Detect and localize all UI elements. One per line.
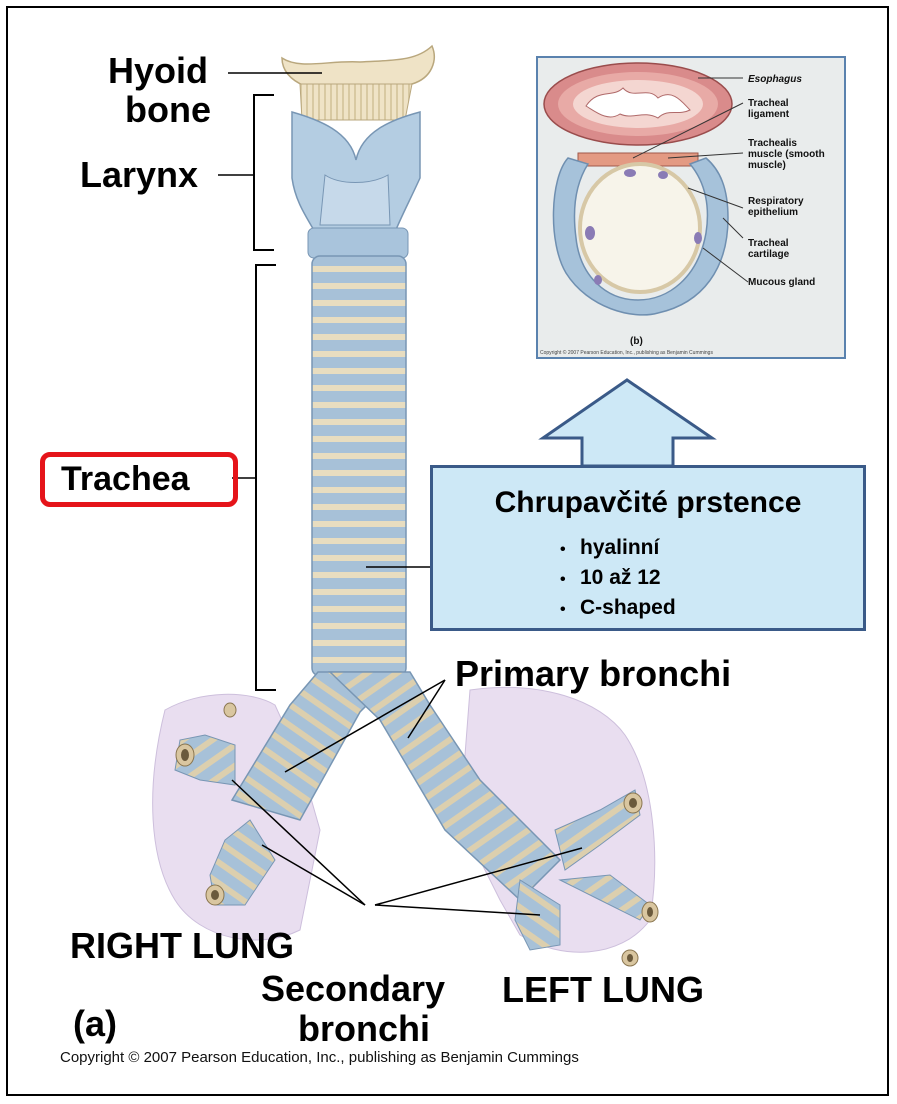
inset-trachealis-label-2: muscle (smooth [748,149,825,160]
inset-esophagus-label: Esophagus [748,74,802,85]
copyright-notice: Copyright © 2007 Pearson Education, Inc.… [60,1049,579,1066]
thyrohyoid-membrane [300,84,412,120]
larynx-label: Larynx [80,157,198,193]
inset-cartilage-label-1: Tracheal [748,238,789,249]
bullet-dot: • [560,601,580,619]
inset-epithelium-label-2: epithelium [748,207,798,218]
trachea-bracket [256,265,276,690]
larynx-bracket [254,95,274,250]
primary-bronchi-label: Primary bronchi [455,656,731,692]
trachea-label: Trachea [61,462,190,496]
inset-trachealis-label-1: Trachealis [748,138,797,149]
inset-ligament-label-2: ligament [748,109,789,120]
hyoid-label-line2: bone [125,92,211,128]
trachea-tube [312,256,406,676]
inset-copyright: Copyright © 2007 Pearson Education, Inc.… [540,350,713,356]
info-title: Chrupavčité prstence [433,486,863,520]
inset-figure-b-label: (b) [630,336,643,347]
inset-epithelium-label-1: Respiratory [748,196,804,207]
secondary-bronchi-label-line2: bronchi [298,1011,430,1047]
bullet-text: hyalinní [580,536,659,559]
info-bullet-2: •10 až 12 [560,566,661,590]
callout-arrow [543,380,712,466]
cross-section-inset: Esophagus Tracheal ligament Trachealis m… [536,56,846,359]
bullet-dot: • [560,571,580,589]
inset-ligament-label-1: Tracheal [748,98,789,109]
cross-section-drawing [538,58,844,357]
right-lung-label: RIGHT LUNG [70,928,294,964]
inset-mucous-gland-label: Mucous gland [748,277,815,288]
bullet-text: C-shaped [580,596,676,619]
figure-a-label: (a) [73,1006,117,1042]
hyoid-label-line1: Hyoid [108,53,208,89]
info-bullet-3: •C-shaped [560,596,676,620]
bullet-dot: • [560,541,580,559]
cricoid-cartilage [308,228,408,258]
left-lung-label: LEFT LUNG [502,972,704,1008]
inset-trachealis-label-3: muscle) [748,160,786,171]
bullet-text: 10 až 12 [580,566,661,589]
inset-cartilage-label-2: cartilage [748,249,789,260]
secondary-bronchi-label-line1: Secondary [261,971,445,1007]
info-box: Chrupavčité prstence •hyalinní •10 až 12… [430,465,866,631]
info-bullet-1: •hyalinní [560,536,659,560]
